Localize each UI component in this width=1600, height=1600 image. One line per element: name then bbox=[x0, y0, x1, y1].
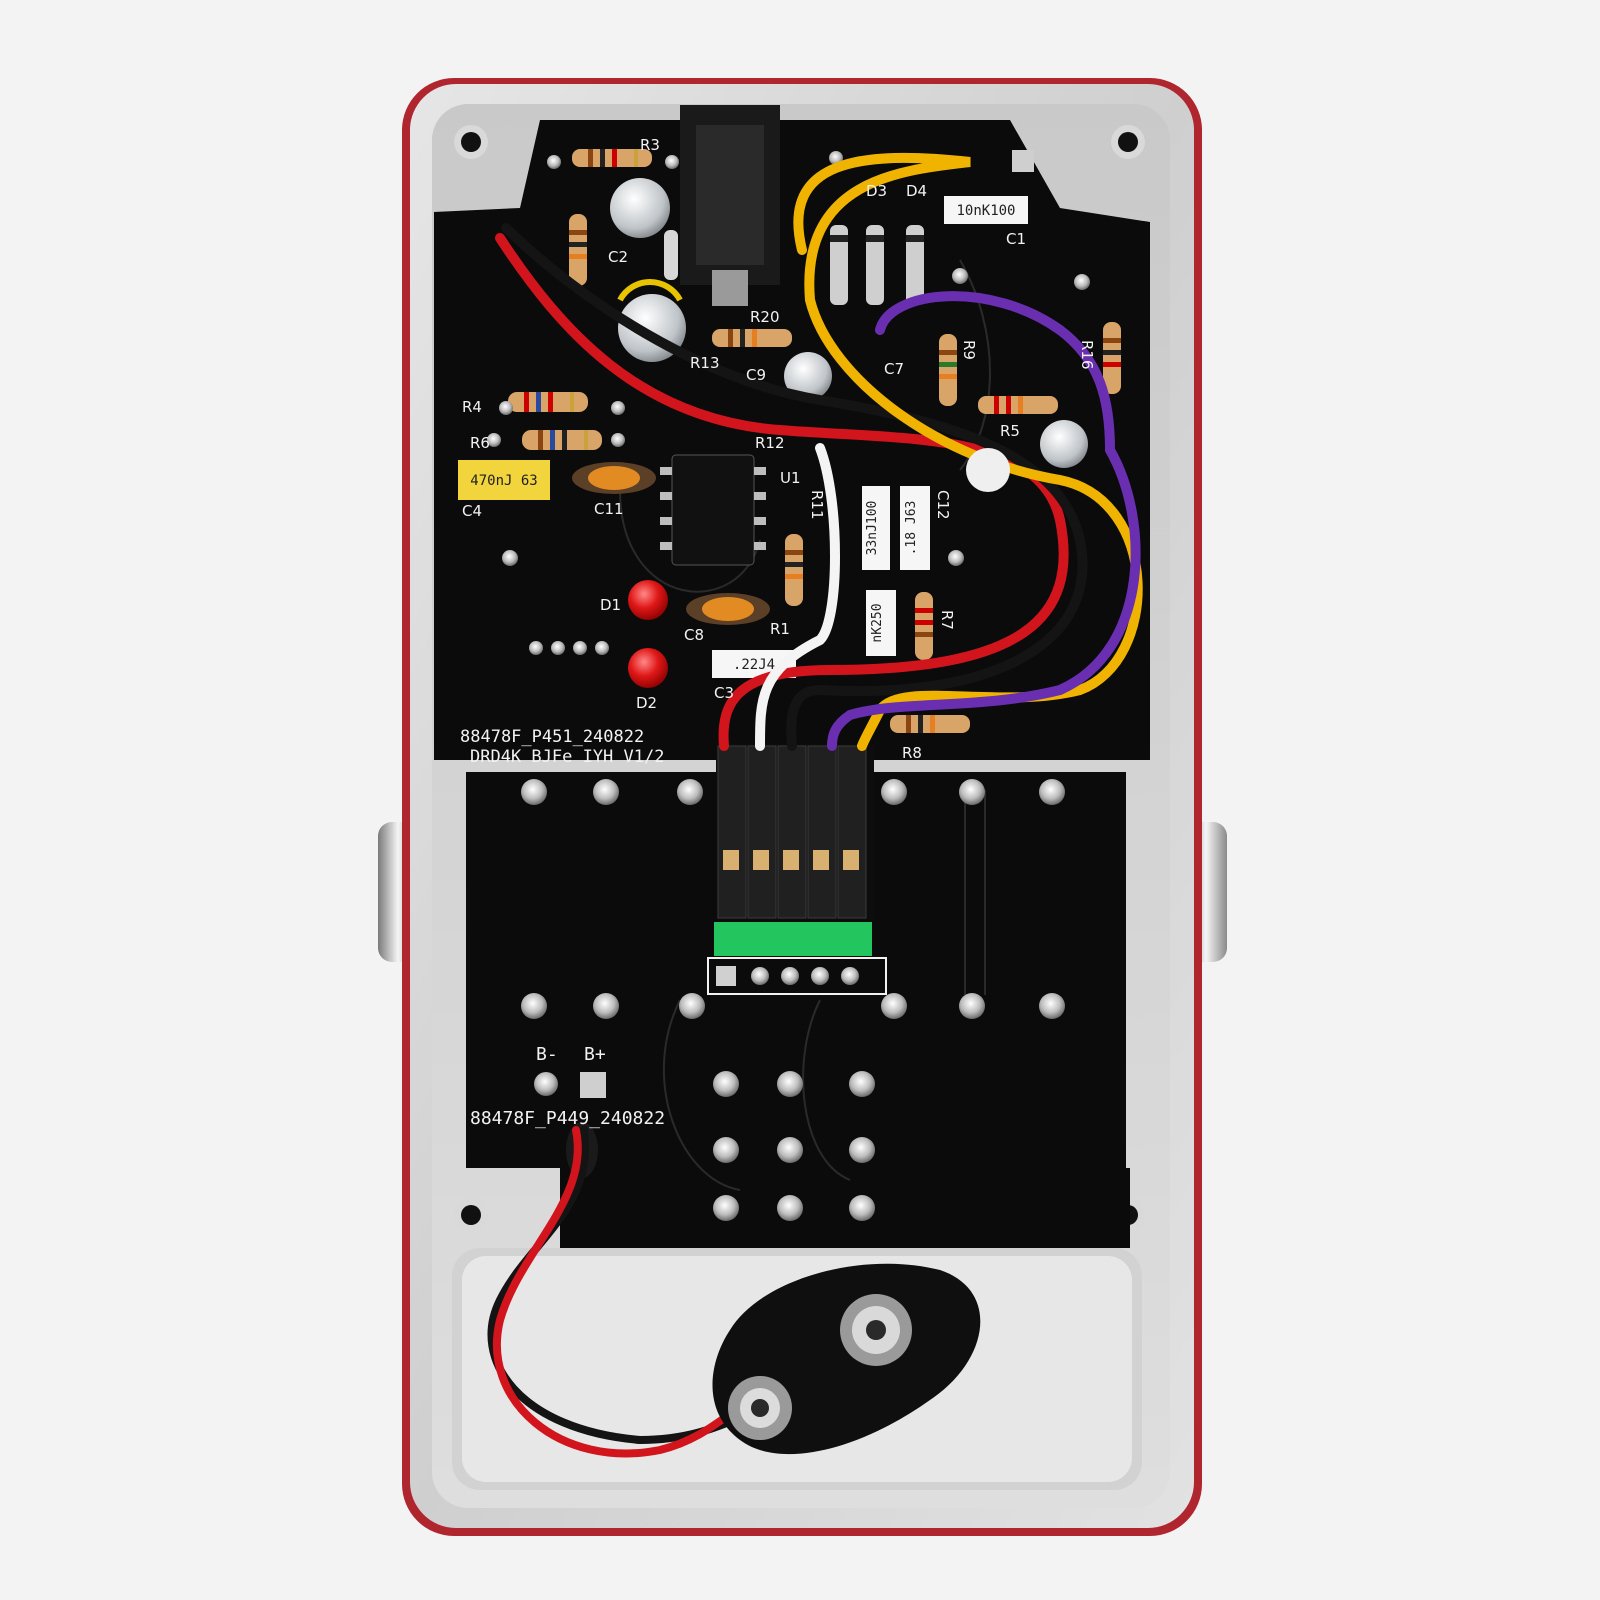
battery-leads bbox=[487, 1126, 764, 1458]
ref-c3: C3 bbox=[714, 684, 734, 702]
upper-board-id: 88478F_P451_240822 bbox=[460, 727, 644, 747]
ref-c8: C8 bbox=[684, 626, 704, 644]
upper-board-name: DRD4K BJFe IYH V1/2 bbox=[470, 747, 664, 767]
ref-d4: D4 bbox=[906, 182, 927, 200]
pin-header bbox=[707, 744, 887, 995]
ref-r9: R9 bbox=[960, 340, 978, 360]
leds bbox=[628, 580, 668, 688]
ref-c11: C11 bbox=[594, 500, 624, 518]
ref-c1: C1 bbox=[1006, 230, 1026, 248]
ref-d1: D1 bbox=[600, 596, 621, 614]
ref-r6: R6 bbox=[470, 434, 490, 452]
b-minus-label: B- bbox=[536, 1044, 558, 1065]
cap-marking-mid-right: .18 J63 bbox=[904, 501, 919, 556]
diodes bbox=[664, 225, 924, 305]
ref-r11: R11 bbox=[808, 490, 826, 520]
ref-r13: R13 bbox=[690, 354, 720, 372]
cap-marking-c3: .22J4 bbox=[733, 657, 775, 673]
square-pad bbox=[1012, 150, 1034, 172]
dc-jack bbox=[680, 105, 780, 306]
ref-r16: R16 bbox=[1078, 340, 1096, 370]
cable-tie bbox=[966, 448, 1010, 492]
ref-r7: R7 bbox=[938, 610, 956, 630]
cap-marking-mid-left: 33nJ100 bbox=[865, 501, 880, 556]
ref-r12: R12 bbox=[755, 434, 785, 452]
ref-r3: R3 bbox=[640, 136, 660, 154]
b-plus-pad bbox=[580, 1072, 606, 1098]
resistors bbox=[508, 149, 1121, 733]
ref-d3: D3 bbox=[866, 182, 887, 200]
film-caps: 10nK100 470nJ 63 33nJ100 .18 J63 nK250 .… bbox=[458, 196, 1028, 678]
silkscreen-labels: R3 C2 R20 R13 C9 R12 U1 R11 R1 R4 R6 C4 … bbox=[462, 136, 1096, 762]
solder-pads bbox=[487, 151, 1090, 1221]
lower-board-id: 88478F_P449_240822 bbox=[470, 1108, 665, 1129]
ref-u1: U1 bbox=[780, 469, 801, 487]
ref-c12: C12 bbox=[934, 490, 952, 520]
wires bbox=[495, 152, 1143, 751]
ceramic-caps bbox=[572, 462, 770, 625]
ref-r5: R5 bbox=[1000, 422, 1020, 440]
b-plus-label: B+ bbox=[584, 1044, 606, 1065]
ref-r1: R1 bbox=[770, 620, 790, 638]
cap-marking-top-right: 10nK100 bbox=[956, 203, 1015, 219]
ref-r20: R20 bbox=[750, 308, 780, 326]
ref-d2: D2 bbox=[636, 694, 657, 712]
ref-c2: C2 bbox=[608, 248, 628, 266]
cap-marking-lower: nK250 bbox=[870, 603, 885, 642]
ref-c4: C4 bbox=[462, 502, 482, 520]
ref-c9: C9 bbox=[746, 366, 766, 384]
ref-r4: R4 bbox=[462, 398, 482, 416]
cap-marking-c4: 470nJ 63 bbox=[470, 473, 537, 489]
ref-r8: R8 bbox=[902, 744, 922, 762]
battery-clip bbox=[712, 1263, 981, 1455]
ref-c7: C7 bbox=[884, 360, 904, 378]
ic-u1 bbox=[660, 454, 766, 566]
